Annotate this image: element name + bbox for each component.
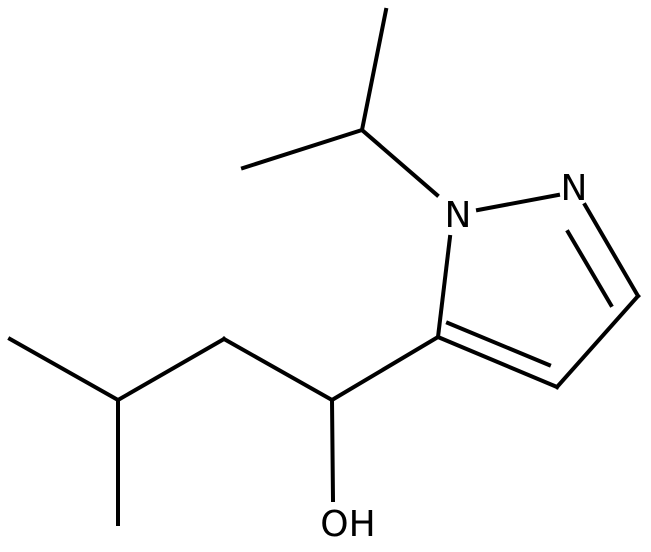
bond-c3-c4	[554, 293, 641, 390]
bond-n1-n2	[475, 192, 561, 213]
bond-isopropyl-ch-to-n1	[359, 127, 440, 198]
bond-n2-c3	[582, 202, 641, 299]
bond-isopropyl-ch-to-methyl-left	[240, 127, 365, 171]
bond-carbinol-to-ch2	[221, 336, 335, 403]
bond-c5-to-carbinol	[329, 334, 441, 403]
bond-ch-to-methyl-left	[7, 336, 121, 403]
atom-label-oh: OH	[320, 504, 375, 545]
bond-c5-n1	[435, 234, 453, 340]
atom-label-n1: N	[445, 195, 472, 236]
bond-n2-c3-inner	[565, 229, 614, 308]
bond-c4-c5	[435, 334, 560, 390]
bond-carbinol-to-oh	[329, 397, 336, 503]
atom-label-n2: N	[561, 168, 588, 209]
bond-ch2-to-ch	[115, 336, 227, 403]
bond-isopropyl-ch-to-methyl-top	[359, 7, 389, 133]
bond-c4-c5-inner	[445, 320, 552, 368]
